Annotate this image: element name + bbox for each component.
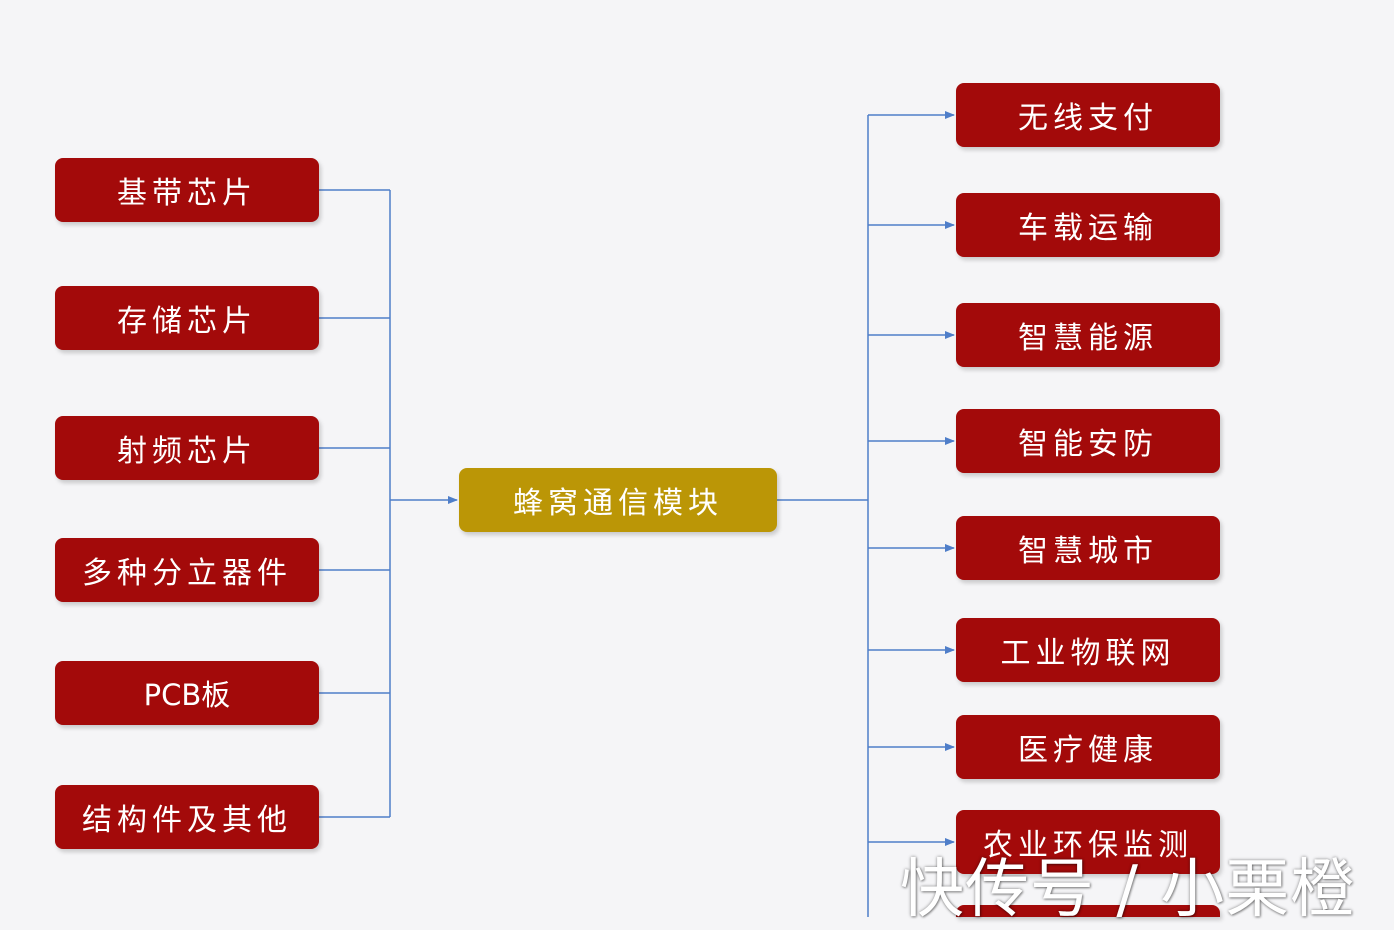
input-node-label: 射频芯片 (117, 434, 257, 469)
output-node-smart-city: 智慧城市 (956, 516, 1220, 580)
input-node-pcb: PCB板 (55, 661, 319, 725)
output-node-industrial-iot: 工业物联网 (956, 618, 1220, 682)
output-node-label: 智慧能源 (1018, 321, 1158, 356)
input-connectors (318, 189, 458, 818)
input-node-label: 结构件及其他 (82, 803, 292, 838)
output-node-cropped (956, 905, 1220, 917)
output-node-wireless-payment: 无线支付 (956, 83, 1220, 147)
output-node-label: 医疗健康 (1018, 733, 1158, 768)
center-node-cellular-module: 蜂窝通信模块 (459, 468, 777, 532)
output-connectors (777, 111, 955, 917)
input-node-label: 基带芯片 (117, 176, 257, 211)
output-node-agri-env-monitoring: 农业环保监测 (956, 810, 1220, 874)
output-node-vehicle-transport: 车载运输 (956, 193, 1220, 257)
output-node-label: 无线支付 (1018, 101, 1158, 136)
output-node-label: 农业环保监测 (983, 828, 1193, 863)
center-node-label: 蜂窝通信模块 (513, 486, 723, 521)
watermark-text: 快传号 / 小栗橙 (900, 853, 1356, 927)
input-node-label: PCB板 (143, 678, 231, 712)
input-node-label: 存储芯片 (117, 304, 257, 339)
input-node-rf-chip: 射频芯片 (55, 416, 319, 480)
output-node-label: 智慧城市 (1018, 534, 1158, 569)
output-node-label: 工业物联网 (1000, 636, 1176, 671)
input-node-discrete-devices: 多种分立器件 (55, 538, 319, 602)
output-node-smart-energy: 智慧能源 (956, 303, 1220, 367)
input-node-memory-chip: 存储芯片 (55, 286, 319, 350)
output-node-label: 车载运输 (1018, 211, 1158, 246)
output-node-healthcare: 医疗健康 (956, 715, 1220, 779)
output-node-smart-security: 智能安防 (956, 409, 1220, 473)
input-node-baseband-chip: 基带芯片 (55, 158, 319, 222)
input-node-label: 多种分立器件 (82, 556, 292, 591)
output-node-label: 智能安防 (1018, 427, 1158, 462)
input-node-structural-parts: 结构件及其他 (55, 785, 319, 849)
